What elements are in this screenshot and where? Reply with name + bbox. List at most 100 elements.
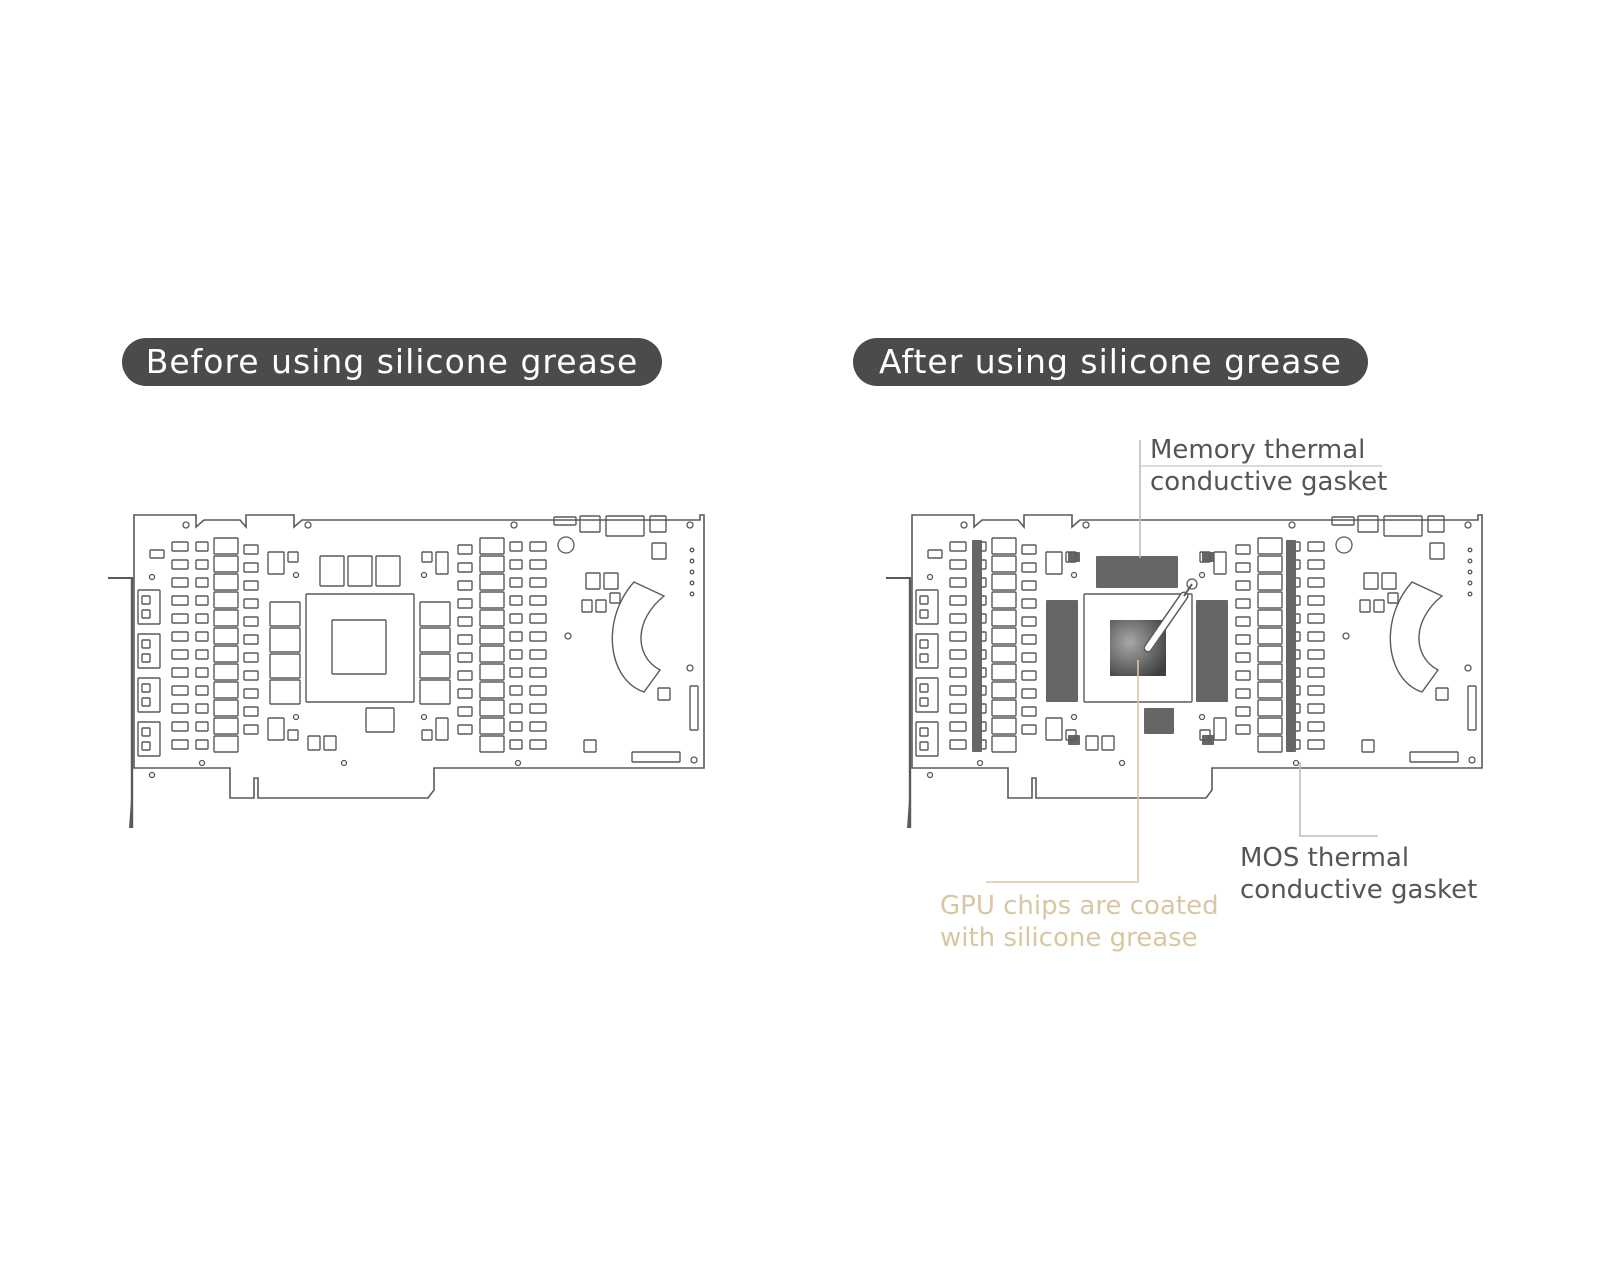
display-port: [137, 677, 161, 713]
vrm-block: [213, 555, 239, 573]
vrm-block: [1257, 681, 1283, 699]
mounting-hole: [292, 713, 300, 721]
smd-component: [509, 703, 523, 714]
display-port: [137, 721, 161, 757]
vrm-block: [991, 699, 1017, 717]
smd-component: [243, 544, 259, 555]
smd-component: [1373, 599, 1385, 613]
smd-component: [457, 598, 473, 609]
smd-component: [195, 541, 209, 552]
smd-component: [195, 577, 209, 588]
pin-hole: [689, 580, 695, 586]
callout-leaders: [986, 440, 1382, 883]
gpu-callout-line1: GPU chips are coated: [940, 891, 1219, 921]
smd-component: [949, 649, 967, 660]
mounting-hole: [1288, 521, 1296, 529]
connector: [1331, 516, 1355, 526]
memory-chip: [347, 555, 373, 587]
vrm-block: [479, 663, 505, 681]
mounting-hole: [292, 571, 300, 579]
vrm-block: [213, 735, 239, 753]
vrm-block: [213, 717, 239, 735]
mounting-hole: [960, 521, 968, 529]
mounting-hole: [976, 759, 984, 767]
smd-component: [1307, 739, 1325, 750]
board-outline: [133, 514, 705, 799]
connector: [651, 542, 667, 560]
mounting-hole: [1464, 664, 1472, 672]
smd-component: [171, 577, 189, 588]
smd-component: [509, 613, 523, 624]
smd-component: [529, 559, 547, 570]
memory-gasket-top: [1096, 556, 1178, 588]
mos-gasket-right: [1286, 540, 1296, 752]
smd-component: [509, 559, 523, 570]
connector: [649, 515, 667, 533]
smd-component: [1021, 688, 1037, 699]
smd-component: [457, 634, 473, 645]
smd-component: [171, 559, 189, 570]
smd-component: [1359, 599, 1371, 613]
pin-hole: [1467, 558, 1473, 564]
smd-component: [949, 721, 967, 732]
smd-component: [195, 559, 209, 570]
smd-component: [949, 613, 967, 624]
smd-component: [1021, 580, 1037, 591]
after-title-badge: After using silicone grease: [853, 338, 1368, 386]
grease-syringe: [1143, 578, 1198, 653]
smd-component: [509, 685, 523, 696]
smd-component: [1235, 580, 1251, 591]
mounting-hole: [564, 632, 572, 640]
pin-hole: [1467, 547, 1473, 553]
memory-gasket-right: [1196, 600, 1228, 702]
smd-component: [195, 649, 209, 660]
vrm-block: [1257, 699, 1283, 717]
smd-component: [457, 706, 473, 717]
smd-component: [243, 562, 259, 573]
vrm-block: [991, 537, 1017, 555]
smd-component: [949, 703, 967, 714]
vrm-block: [1257, 537, 1283, 555]
smd-component: [1235, 670, 1251, 681]
memory-gasket-left: [1046, 600, 1078, 702]
smd-component: [583, 739, 597, 753]
smd-component: [529, 613, 547, 624]
smd-component: [171, 613, 189, 624]
vrm-block: [479, 555, 505, 573]
vrm-block: [991, 717, 1017, 735]
capacitor: [267, 717, 285, 741]
smd-component: [457, 652, 473, 663]
smd-component: [1021, 562, 1037, 573]
smd-component: [509, 721, 523, 732]
smd-component: [195, 721, 209, 732]
smd-component: [1307, 703, 1325, 714]
smd-component: [949, 559, 967, 570]
smd-component: [243, 634, 259, 645]
vrm-block: [479, 699, 505, 717]
connector: [631, 751, 681, 763]
smd-component: [509, 631, 523, 642]
mounting-hole: [514, 759, 522, 767]
mounting-hole: [340, 759, 348, 767]
connector: [1467, 685, 1477, 731]
mos-gasket-left: [972, 540, 982, 752]
gasket-pad: [1068, 552, 1080, 562]
gpu-die: [331, 619, 387, 675]
smd-component: [1199, 729, 1211, 741]
smd-component: [657, 687, 671, 701]
memory-gasket-bottom: [1144, 708, 1174, 734]
smd-component: [509, 649, 523, 660]
smd-component: [949, 739, 967, 750]
vrm-block: [991, 681, 1017, 699]
mos-leader: [1299, 762, 1378, 837]
smd-component: [1307, 631, 1325, 642]
smd-component: [195, 667, 209, 678]
smd-component: [171, 685, 189, 696]
smd-component: [1307, 685, 1325, 696]
vrm-block: [991, 735, 1017, 753]
vrm-block: [1257, 645, 1283, 663]
smd-component: [1235, 616, 1251, 627]
vrm-block: [479, 573, 505, 591]
smd-component: [421, 551, 433, 563]
vrm-block: [1257, 609, 1283, 627]
